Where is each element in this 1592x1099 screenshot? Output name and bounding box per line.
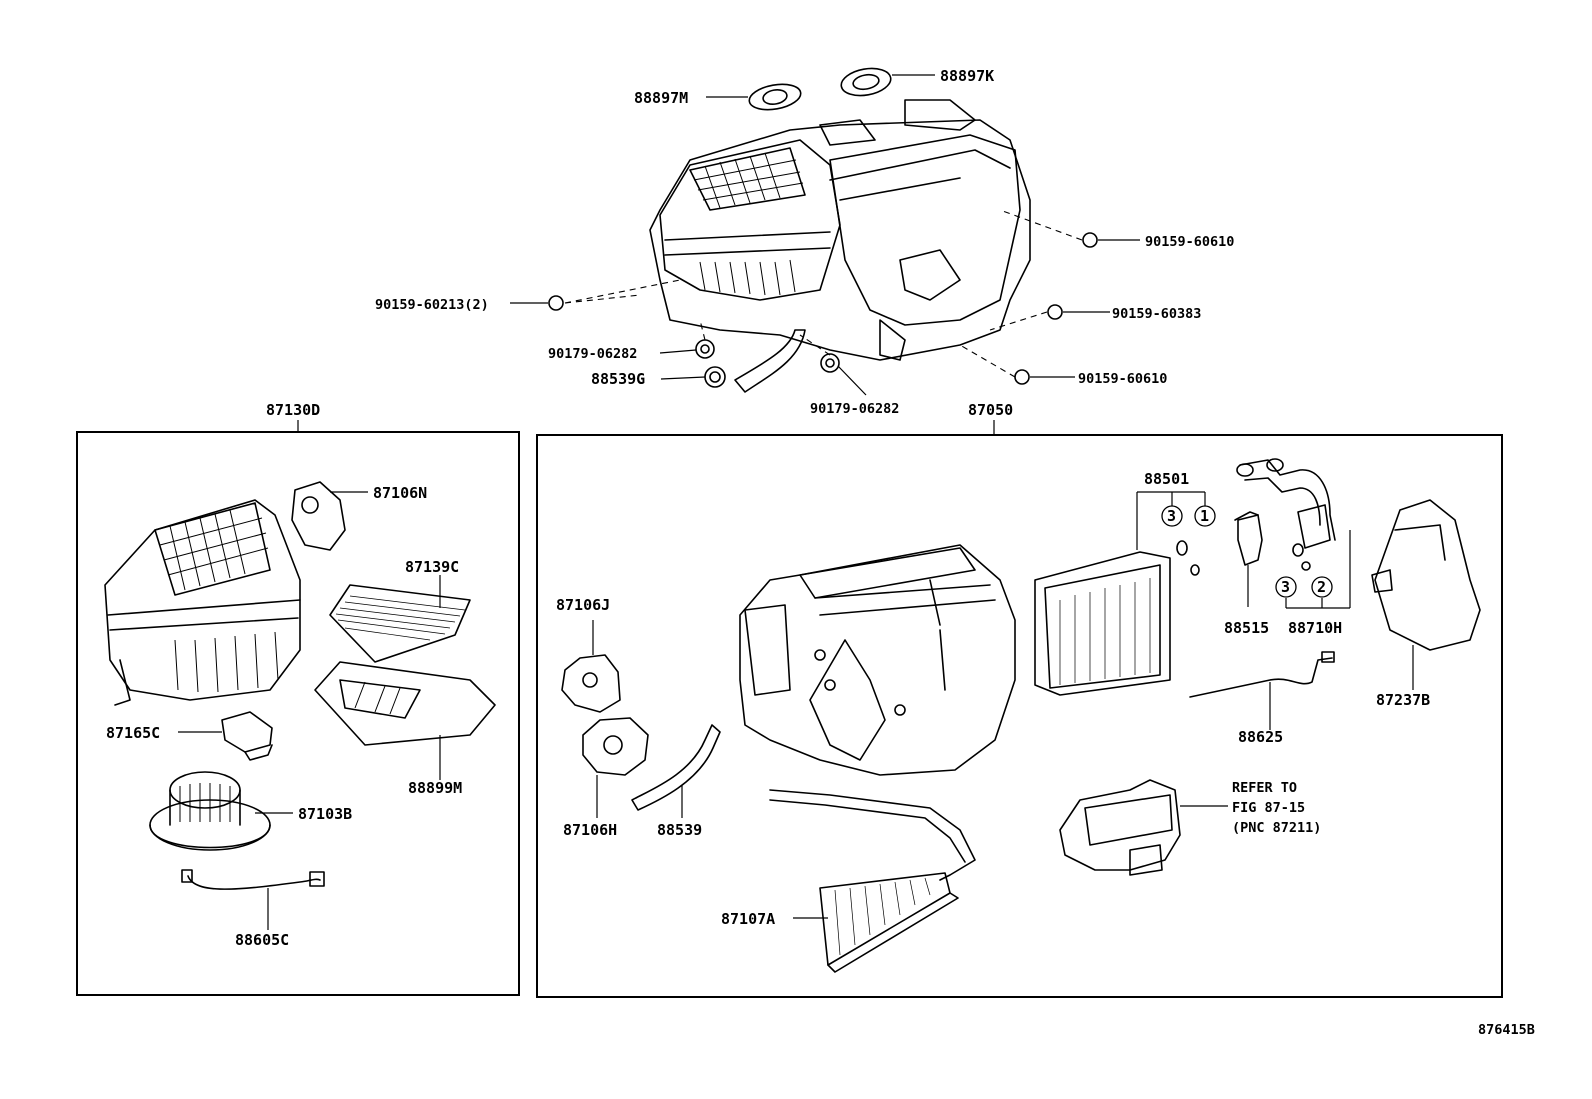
- evaporator-88501-drawing: [1034, 491, 1206, 696]
- filter-cover-88899M-drawing: [314, 661, 496, 780]
- label-88501: 88501: [1144, 470, 1189, 488]
- blower-unit-drawing: [104, 499, 301, 706]
- refer-part-drawing: [1059, 779, 1228, 876]
- heater-housing-drawing: [739, 544, 1016, 776]
- label-87130D: 87130D: [266, 401, 320, 419]
- label-90159-60213: 90159-60213(2): [375, 297, 489, 313]
- top-fasteners: [548, 232, 1098, 388]
- top-dashed-lines: [564, 209, 1083, 378]
- label-88897K: 88897K: [940, 67, 994, 85]
- blower-motor-87103B-drawing: [149, 771, 293, 851]
- label-90159-60610-lower: 90159-60610: [1078, 371, 1167, 387]
- label-88539: 88539: [657, 821, 702, 839]
- callout-3-b: 3: [1281, 578, 1290, 596]
- refer-to-line-2: FIG 87-15: [1232, 800, 1305, 816]
- resistor-87165C-drawing: [178, 711, 273, 761]
- label-87237B: 87237B: [1376, 691, 1430, 709]
- label-87106N: 87106N: [373, 484, 427, 502]
- label-90159-60610-upper: 90159-60610: [1145, 234, 1234, 250]
- left-group-box: [76, 431, 520, 996]
- right-group-box: [536, 434, 1503, 998]
- expansion-valve-88515-drawing: [1234, 511, 1263, 607]
- grommet-m-drawing: [748, 83, 802, 111]
- label-87107A: 87107A: [721, 910, 775, 928]
- label-88710H: 88710H: [1288, 619, 1342, 637]
- label-88625: 88625: [1238, 728, 1283, 746]
- grommet-k-drawing: [840, 67, 892, 97]
- callout-2: 2: [1317, 578, 1326, 596]
- callout-3-a: 3: [1167, 507, 1176, 525]
- label-90179-06282-left: 90179-06282: [548, 346, 637, 362]
- label-87050: 87050: [968, 401, 1013, 419]
- filter-87139C-drawing: [329, 575, 471, 663]
- servo-87106J-drawing: [561, 620, 621, 713]
- wire-harness-88605C-drawing: [181, 869, 325, 930]
- label-87103B: 87103B: [298, 805, 352, 823]
- top-leaders: [510, 74, 1140, 396]
- top-hvac-assembly-drawing: [649, 99, 1031, 393]
- label-88515: 88515: [1224, 619, 1269, 637]
- refer-to-line-1: REFER TO: [1232, 780, 1297, 796]
- heater-core-87107A-drawing: [769, 789, 976, 973]
- servo-87106H-drawing: [582, 717, 649, 818]
- thermistor-88625-drawing: [1189, 651, 1335, 730]
- circled-callouts: [1161, 505, 1333, 598]
- label-88899M: 88899M: [408, 779, 462, 797]
- refer-to-line-3: (PNC 87211): [1232, 820, 1321, 836]
- label-88605C: 88605C: [235, 931, 289, 949]
- label-87106H: 87106H: [563, 821, 617, 839]
- label-88539G: 88539G: [591, 370, 645, 388]
- label-90159-60383: 90159-60383: [1112, 306, 1201, 322]
- label-88897M: 88897M: [634, 89, 688, 107]
- callout-1: 1: [1200, 507, 1209, 525]
- label-87106J: 87106J: [556, 596, 610, 614]
- o-rings: [1176, 540, 1311, 576]
- figure-id: 876415B: [1478, 1022, 1535, 1038]
- servo-87106N-drawing: [291, 481, 368, 551]
- label-90179-06282-bottom: 90179-06282: [810, 401, 899, 417]
- drain-hose-88539-drawing: [631, 724, 721, 818]
- label-87165C: 87165C: [106, 724, 160, 742]
- label-87139C: 87139C: [405, 558, 459, 576]
- duct-87237B-drawing: [1371, 499, 1481, 690]
- pipe-kit-88710H-drawing: [1236, 458, 1351, 609]
